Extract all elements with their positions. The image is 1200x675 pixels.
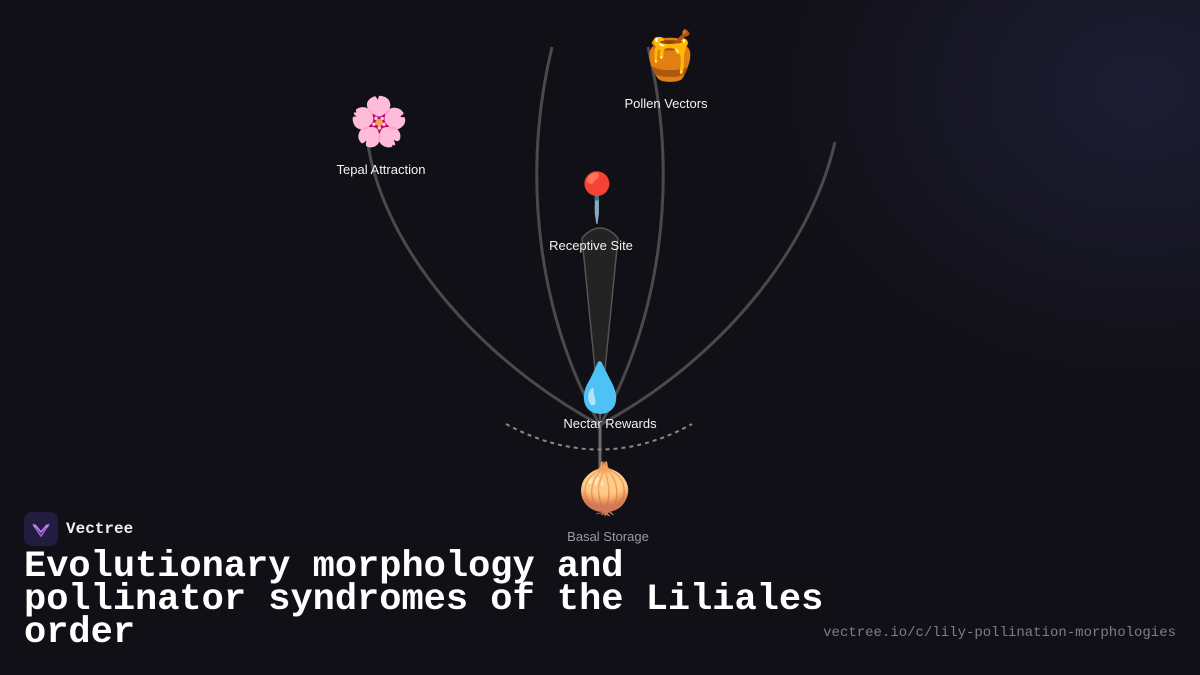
left-inner-curve — [535, 46, 602, 426]
source-url[interactable]: vectree.io/c/lily-pollination-morphologi… — [823, 625, 1176, 641]
droplet-icon: 💧 — [570, 360, 630, 416]
right-inner-curve — [598, 46, 665, 426]
cherry-blossom-icon: 🌸 — [349, 94, 409, 150]
node-label-receptive: Receptive Site — [549, 238, 633, 253]
node-label-pollen: Pollen Vectors — [624, 96, 708, 111]
vectree-logo-icon — [24, 512, 58, 546]
pistil-shape — [581, 227, 619, 421]
left-outer-curve — [366, 144, 601, 427]
dashed-arc — [505, 423, 693, 451]
node-label-nectar: Nectar Rewards — [563, 416, 657, 431]
node-label-basal: Basal Storage — [567, 529, 649, 544]
pushpin-icon: 📍 — [567, 170, 627, 226]
node-label-tepal: Tepal Attraction — [336, 162, 426, 177]
page-title: Evolutionary morphology and pollinator s… — [24, 546, 824, 654]
onion-icon: 🧅 — [575, 461, 635, 517]
brand: Vectree — [24, 512, 133, 546]
honey-pot-icon: 🍯 — [640, 28, 700, 84]
brand-name: Vectree — [66, 520, 134, 538]
right-outer-curve — [599, 141, 837, 427]
